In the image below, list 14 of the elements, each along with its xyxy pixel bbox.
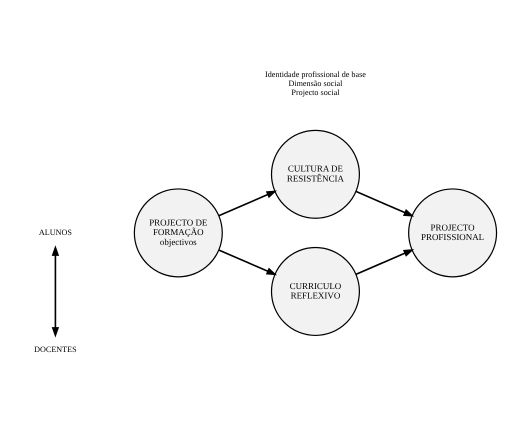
arrow — [218, 190, 278, 216]
arrow — [356, 248, 414, 274]
arrow — [356, 190, 414, 216]
label: Projecto social — [291, 87, 340, 96]
node-text: DOCENTES — [34, 344, 77, 354]
node-circle: PROJECTO DE FORMAÇÃO objectivos — [134, 188, 223, 277]
node-circle: PROJECTO PROFISSIONAL — [408, 188, 498, 277]
arrow — [218, 248, 278, 275]
label: Dimensão social — [288, 78, 342, 88]
label: Identidade profissional de base — [265, 70, 366, 79]
arrow — [52, 244, 60, 338]
node-circle: CURRICULO REFLEXIVO — [270, 246, 360, 336]
node-text: ALUNOS — [38, 227, 72, 236]
node-circle: CULTURA DE RESISTÊNCIA — [270, 129, 360, 218]
